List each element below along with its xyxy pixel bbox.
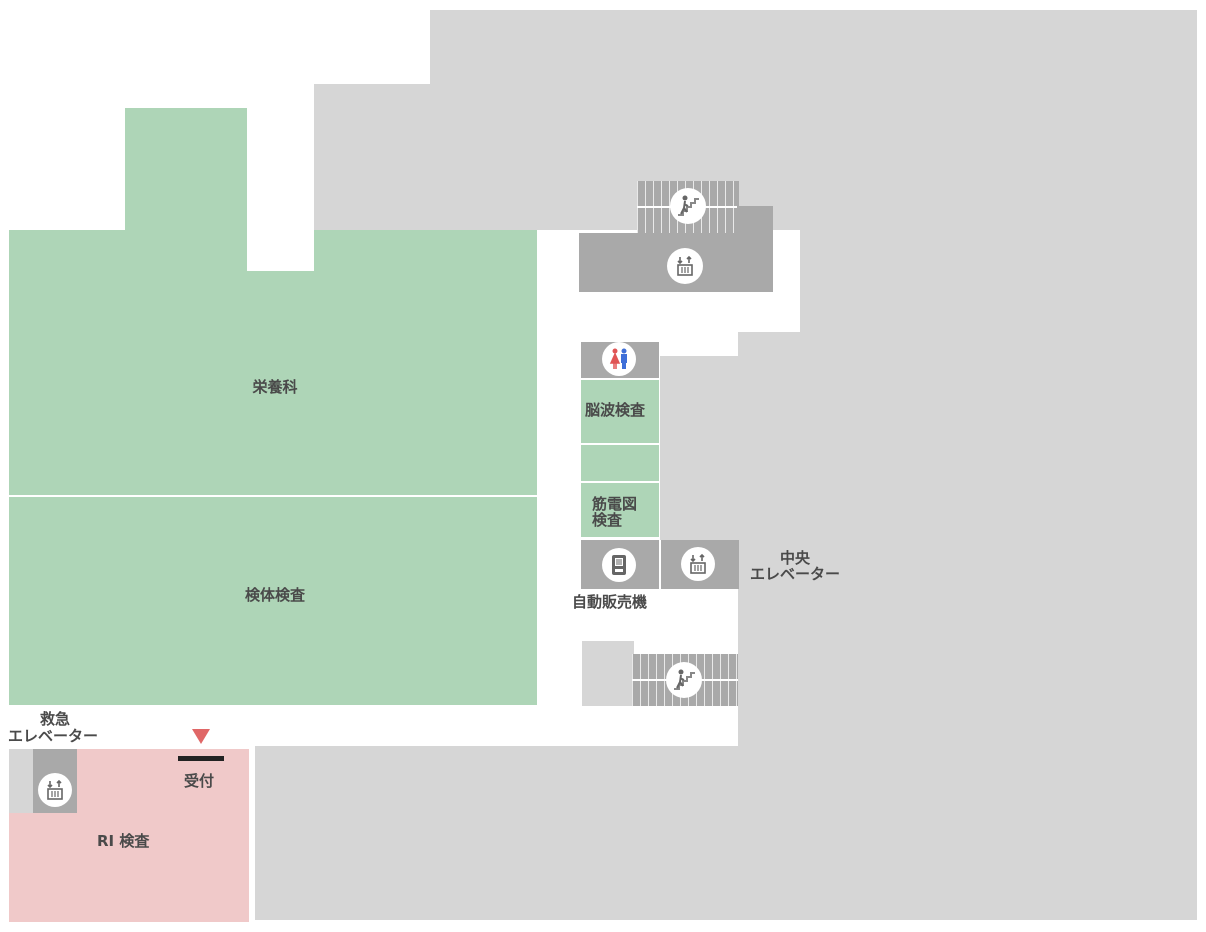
elevator-icon (38, 773, 72, 807)
room-label-emg-2: 検査 (592, 511, 623, 529)
stairs-side-top (737, 206, 773, 234)
stairs-landing-lower (582, 641, 634, 706)
elevator-icon (681, 547, 715, 581)
eeg-annex (581, 445, 659, 481)
label-central-elevator-2: エレベーター (749, 565, 840, 583)
nutrition-area (9, 230, 537, 495)
room-label-specimen: 検体検査 (244, 586, 305, 604)
label-emergency-elevator-2: エレベーター (8, 727, 99, 745)
label-emergency-elevator-1: 救急 (39, 710, 70, 728)
restroom-icon (602, 342, 636, 376)
emg-room (581, 483, 659, 537)
room-label-eeg: 脳波検査 (585, 401, 646, 419)
stairs-icon (670, 188, 706, 224)
gray-area-center (660, 356, 740, 540)
stairs-icon (666, 662, 702, 698)
room-label-ri: RI 検査 (97, 832, 150, 850)
reception-counter (178, 756, 224, 761)
gray-area-right-mid (738, 332, 802, 748)
emergency-elevator-shaft (9, 749, 34, 813)
room-label-emg-1: 筋電図 (592, 495, 638, 513)
label-central-elevator-1: 中央 (779, 549, 810, 567)
label-vending: 自動販売機 (572, 593, 648, 611)
gray-area-upper (314, 84, 1197, 230)
gray-area-bottom (255, 746, 1197, 920)
gray-area-right (800, 228, 1197, 748)
specimen-area (9, 497, 537, 705)
label-reception: 受付 (184, 772, 215, 790)
elevator-icon (667, 248, 703, 284)
current-location-marker (192, 729, 210, 744)
eeg-room (581, 380, 659, 443)
nutrition-area-top (125, 108, 247, 232)
corridor-notch (247, 230, 314, 271)
vending-machine-icon (602, 548, 636, 582)
gray-area-top (430, 10, 1197, 86)
room-label-nutrition: 栄養科 (252, 378, 298, 396)
nutrition-area-right (314, 271, 537, 273)
